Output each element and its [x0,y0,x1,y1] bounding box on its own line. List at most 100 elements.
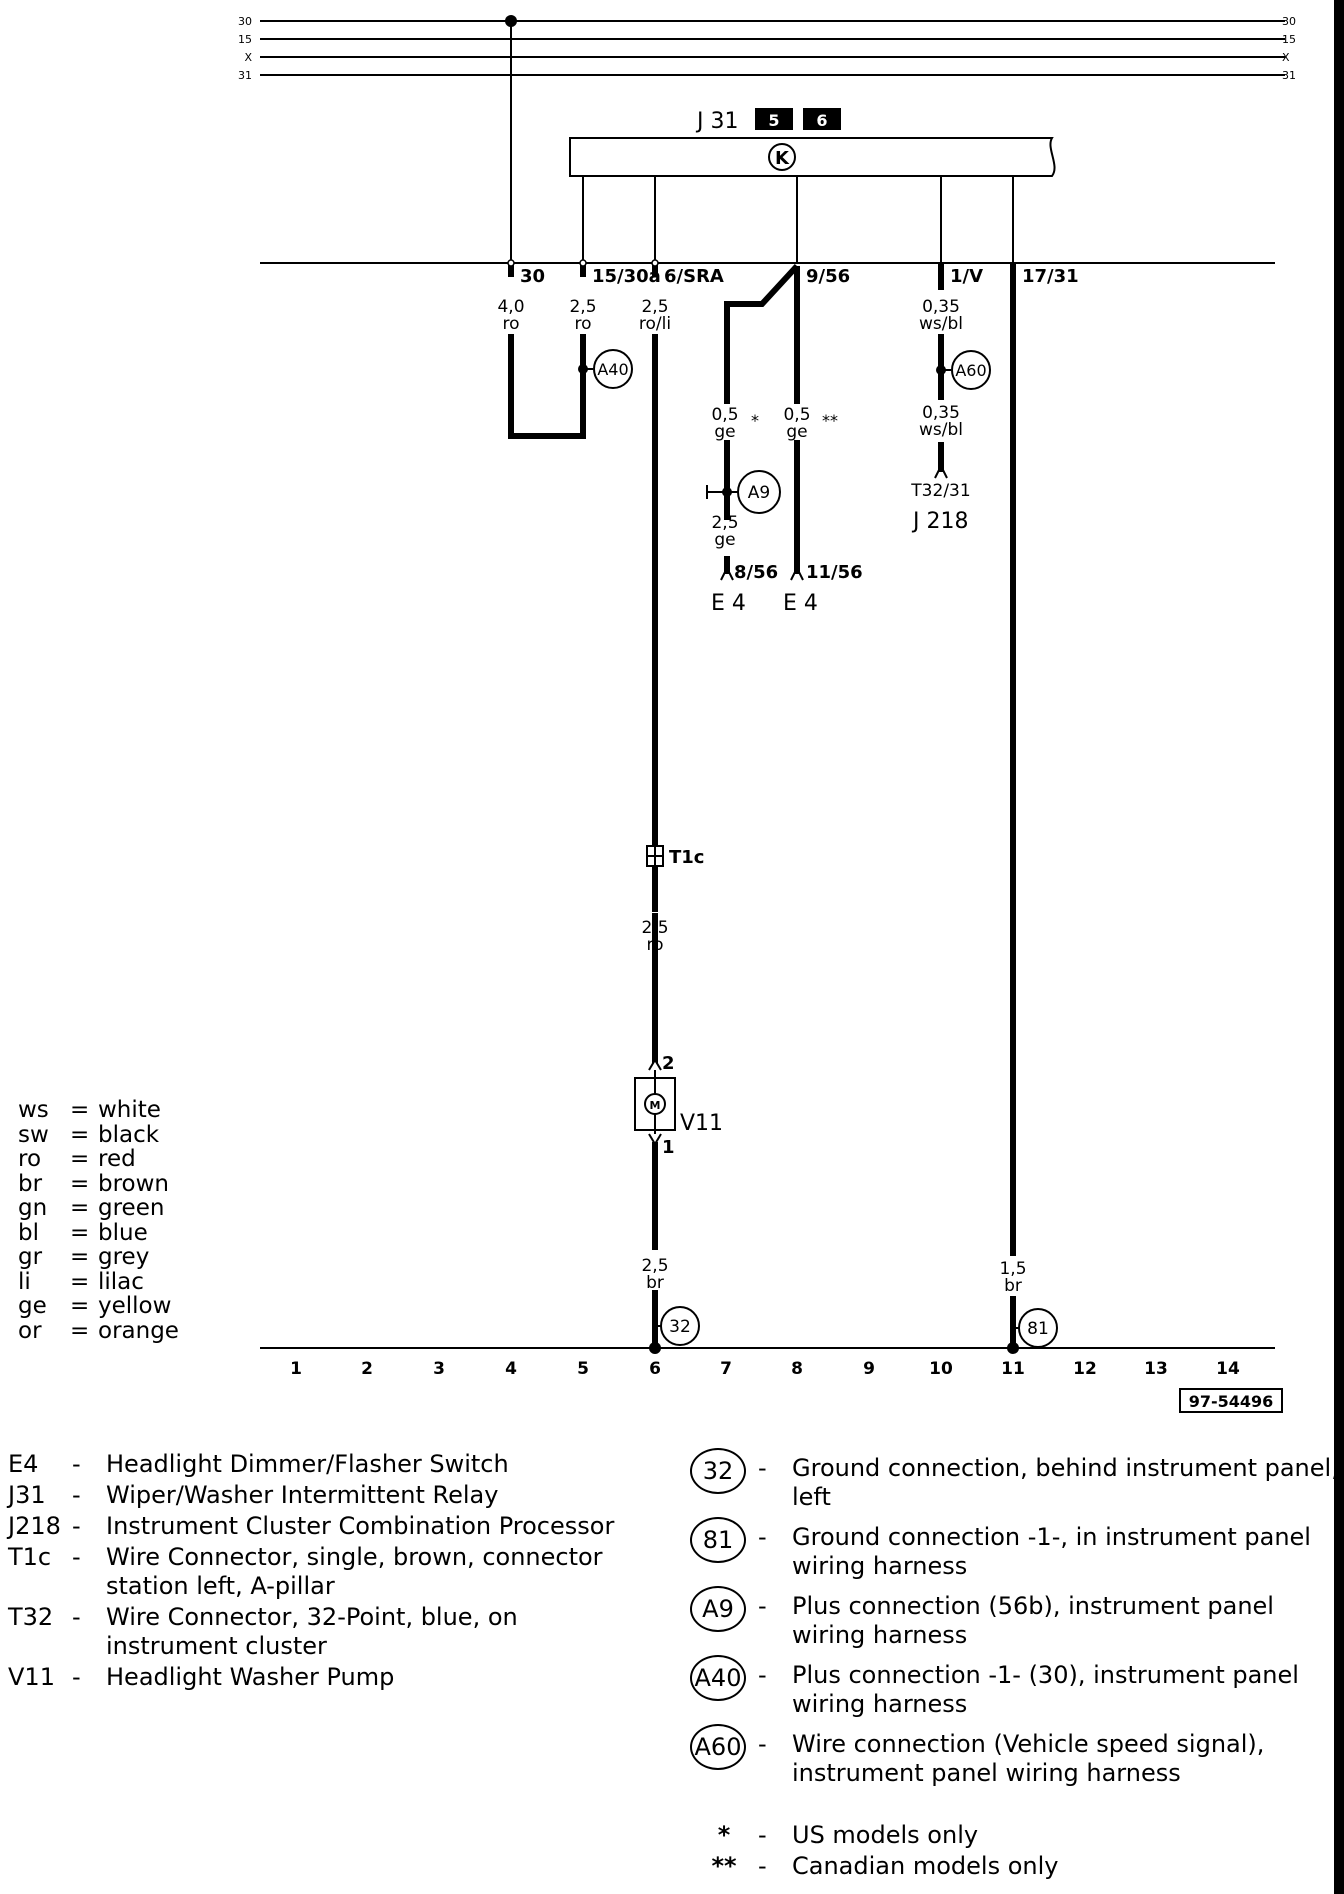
ground-32-junction [649,1342,661,1354]
wire-size-w3: 2,5 [641,297,668,317]
t32-31-tip [934,463,948,479]
grid-number: 5 [577,1359,589,1379]
wire-size-w2: 2,5 [569,297,596,317]
pin-6-sra: 6/SRA [664,266,724,287]
ground-81-junction [1007,1342,1019,1354]
wire-color-w4: ws/bl [919,314,963,334]
wire-size-w5: 0,5 [711,405,738,425]
bus-label-right-30: 30 [1282,15,1296,28]
terminal-t32-31: T32/31 [910,481,970,501]
legend-row: br=brown [18,1170,179,1197]
legend-code: bl [18,1219,39,1246]
connection-symbol: A9 [690,1586,746,1632]
t1c-label: T1c [669,847,704,868]
supply-bus [260,20,1285,76]
connection-dash: - [758,1523,767,1551]
wire-size-w8: 2,5 [711,513,738,533]
wire-size-w11: 1,5 [999,1259,1026,1279]
note-dash: - [758,1852,767,1880]
component-item: T1c-Wire Connector, single, brown, conne… [8,1543,628,1601]
legend-eq: = [70,1170,90,1197]
grid-number: 6 [649,1359,661,1379]
t11-56-tip [790,565,804,581]
wire-color-w11: br [1004,1276,1022,1296]
ground-81-circle [1018,1308,1058,1348]
legend-row: ws=white [18,1098,179,1123]
connection-symbol: A60 [690,1724,746,1770]
legend-eq: = [70,1244,90,1270]
relay-symbol: K [775,148,790,169]
component-dash: - [72,1481,81,1509]
note-desc: Canadian models only [792,1852,1059,1880]
note-mark: * [717,1821,731,1849]
component-desc: Instrument Cluster Combination Processor [106,1512,615,1540]
legend-eq: = [70,1097,90,1123]
legend-eq: = [70,1219,90,1246]
legend-code: li [18,1268,31,1295]
component-code: V11 [8,1663,55,1691]
bus-label-right-x: X [1282,51,1290,64]
component-dash: - [72,1603,81,1631]
ground-32-label: 32 [669,1317,691,1337]
connection-symbol: A40 [690,1655,746,1701]
legend-name: lilac [98,1268,144,1295]
relay-box-5 [755,108,793,130]
wire-size-w9: 2,5 [641,918,668,938]
legend-code: or [18,1317,42,1344]
e4-label-b: E 4 [783,591,818,616]
legend-row: ge=yellow [18,1294,179,1319]
legend-name: white [98,1097,161,1123]
legend-code: sw [18,1121,49,1148]
legend-name: yellow [98,1293,172,1319]
component-dash: - [72,1450,81,1478]
legend-name: black [98,1121,160,1148]
wire-size-w10: 2,5 [641,1256,668,1276]
component-code: T1c [8,1543,52,1571]
bus-labels-left: 30 15 X 31 [238,15,252,82]
legend-row: gr=grey [18,1245,179,1270]
wire-labels-ge: 0,5 ge 0,5 ge 0,35 ws/bl 2,5 ge [711,403,963,550]
pin-9-56: 9/56 [806,266,850,287]
v11-pin1: 1 [662,1137,675,1158]
v11-pin2: 2 [662,1053,675,1074]
component-code: E4 [8,1450,39,1478]
mark-canada-only: ** [822,411,838,430]
v11-pin1-tip [648,1133,662,1146]
connection-item: A60-Wire connection (Vehicle speed signa… [690,1722,1340,1788]
note-mark: ** [711,1852,737,1880]
right-border [1334,0,1344,1894]
pin-15-30a: 15/30a [592,266,661,287]
color-legend: ws=white sw=black ro=red br=brown gn=gre… [18,1098,179,1343]
a40-label: A40 [597,360,628,379]
connection-dash: - [758,1730,767,1758]
component-item: T32-Wire Connector, 32-Point, blue, on i… [8,1603,628,1661]
legend-eq: = [70,1121,90,1148]
v11-pin2-tip [648,1058,662,1071]
grid-number: 9 [863,1359,875,1379]
wire-size-w7: 0,35 [922,403,960,423]
component-code: T32 [8,1603,54,1631]
bus-labels-right: 30 15 X 31 [1282,15,1296,82]
grid-number: 10 [929,1359,953,1379]
legend-eq: = [70,1293,90,1319]
legend-code: gn [18,1195,48,1221]
connection-item: A40-Plus connection -1- (30), instrument… [690,1653,1340,1719]
component-desc: Wire Connector, 32-Point, blue, on instr… [106,1603,518,1660]
grid-number: 14 [1216,1359,1240,1379]
component-code: J31 [8,1481,46,1509]
wire-size-w1: 4,0 [497,297,524,317]
connection-dash: - [758,1454,767,1482]
figure-id-box [1179,1388,1283,1413]
component-dash: - [72,1512,81,1540]
component-item: J218-Instrument Cluster Combination Proc… [8,1512,628,1541]
component-item: J31-Wiper/Washer Intermittent Relay [8,1481,628,1510]
component-dash: - [72,1663,81,1691]
legend-eq: = [70,1317,90,1344]
relay-id: J 31 [695,109,738,134]
wire-labels-top: 4,0 ro 2,5 ro 2,5 ro/li 0,35 ws/bl [497,297,963,334]
wire-loop-30 [508,334,586,439]
legend-code: gr [18,1244,43,1270]
component-legend: E4-Headlight Dimmer/Flasher Switch J31-W… [8,1450,628,1694]
connection-item: 81-Ground connection -1-, in instrument … [690,1515,1340,1581]
